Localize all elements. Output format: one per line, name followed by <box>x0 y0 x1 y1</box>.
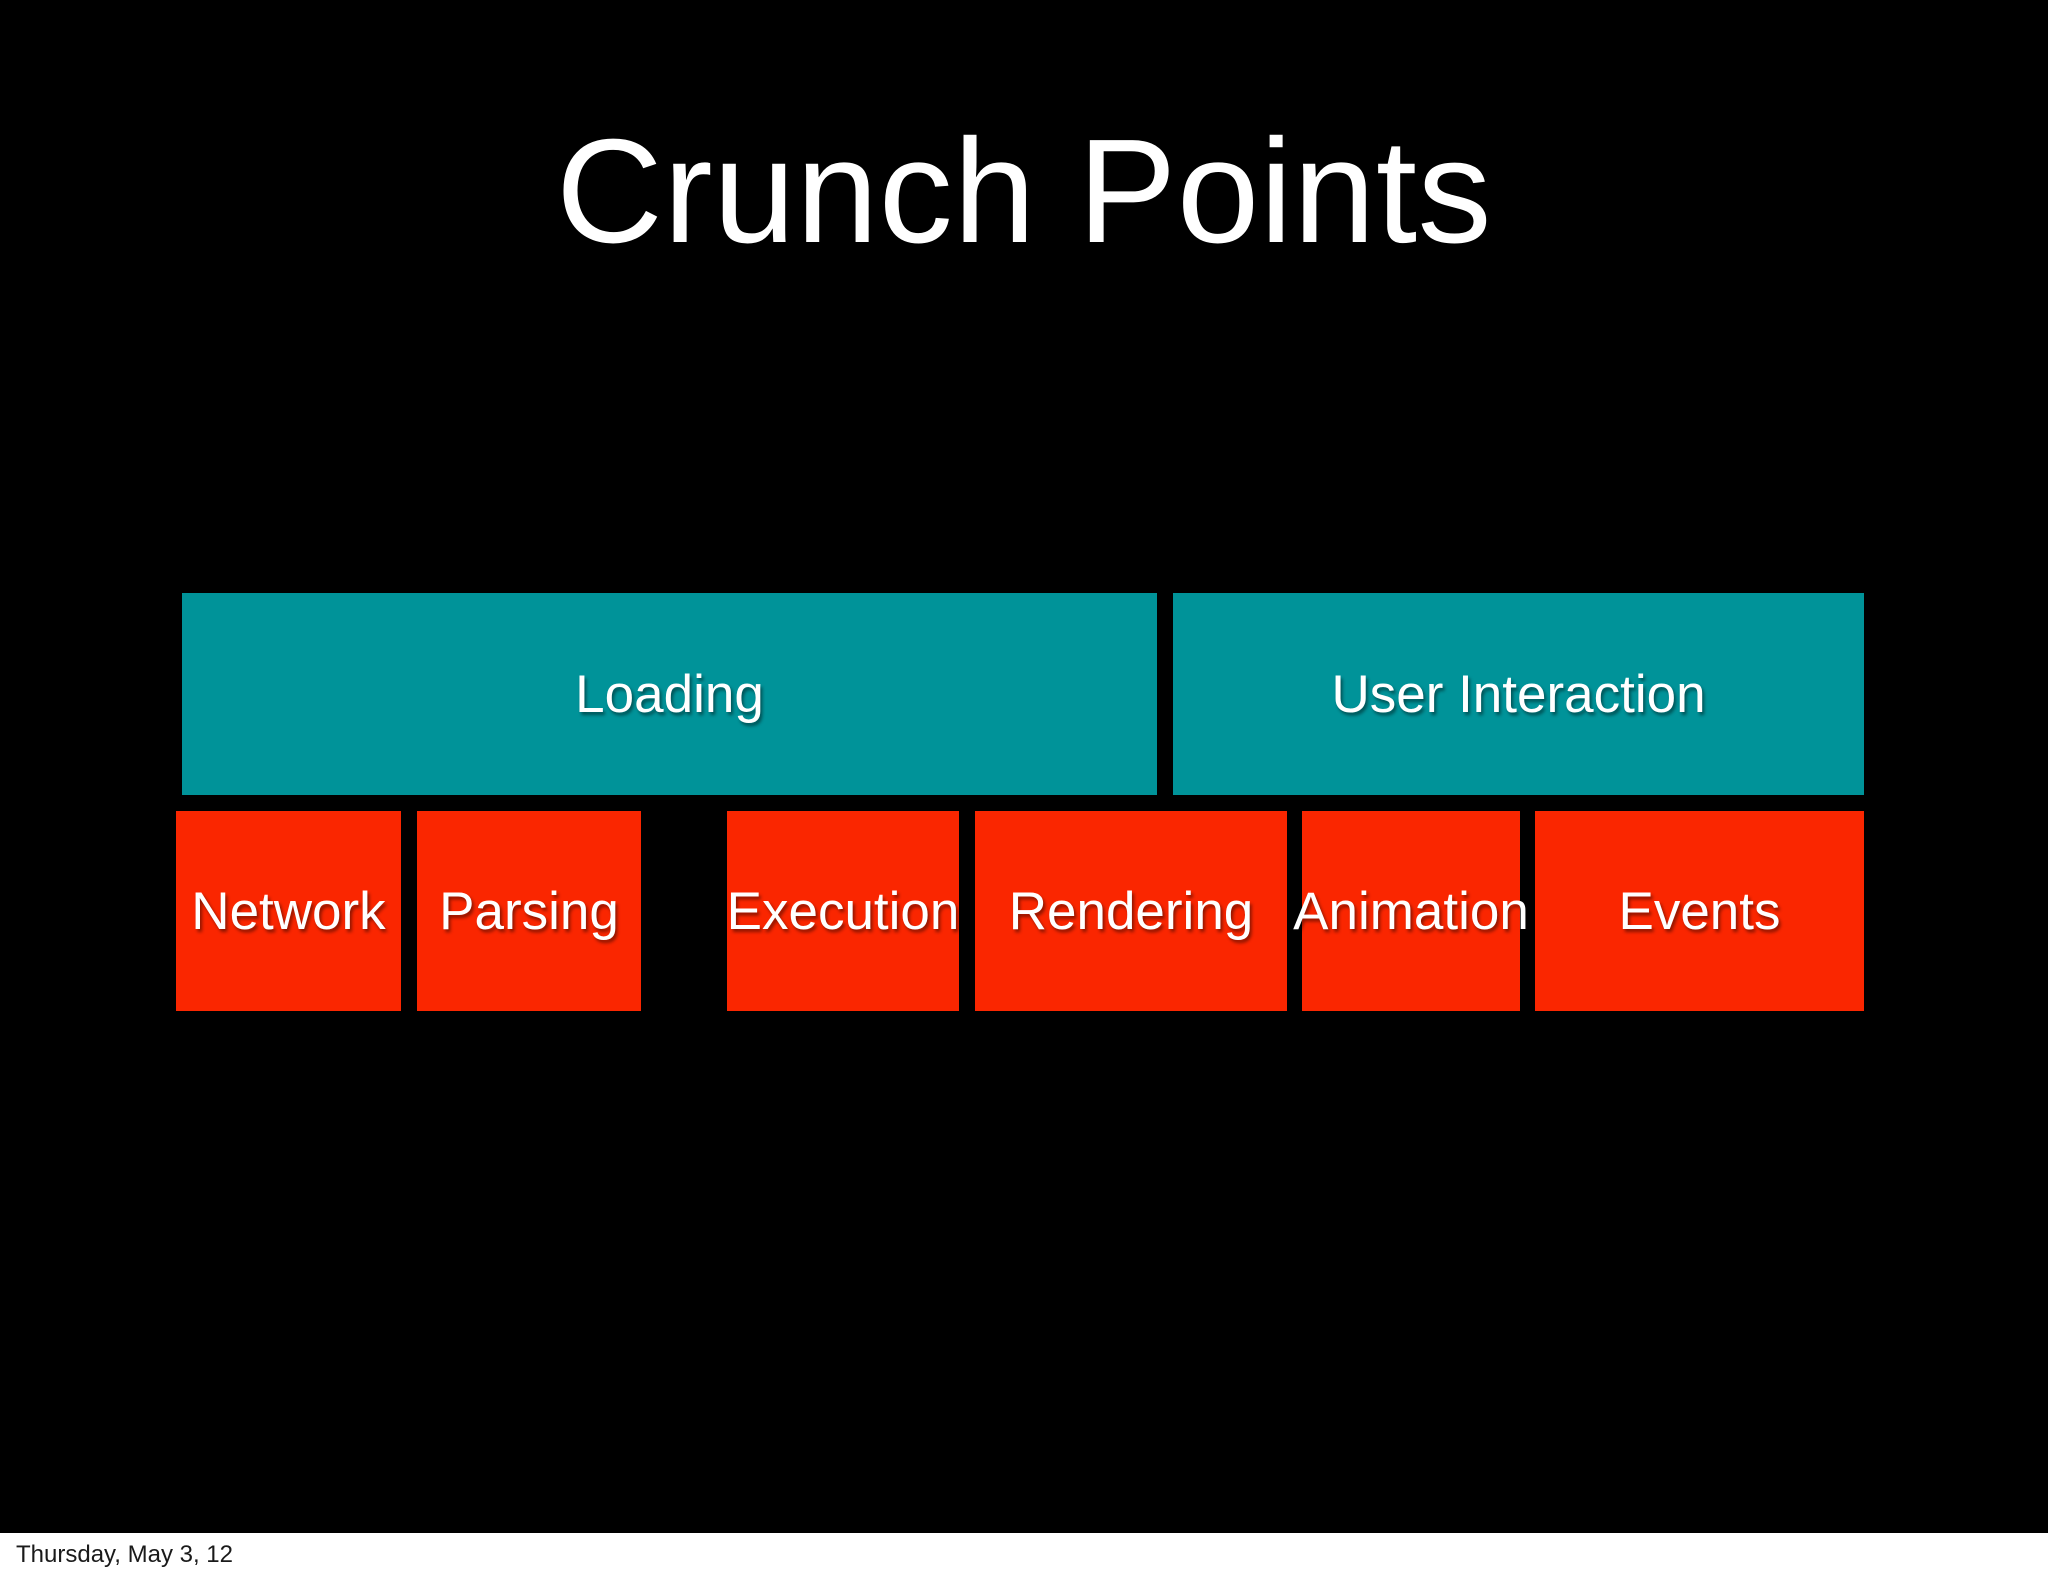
phase-box-user-interaction: User Interaction <box>1173 593 1864 795</box>
phase-row: Loading User Interaction <box>0 593 2048 795</box>
phase-box-loading: Loading <box>182 593 1157 795</box>
stage-box-execution: Execution <box>727 811 959 1011</box>
stage-row: Network Parsing Execution Rendering Anim… <box>0 811 2048 1011</box>
slide-footer: Thursday, May 3, 12 <box>0 1533 2048 1576</box>
stage-box-parsing: Parsing <box>417 811 641 1011</box>
presentation-slide: Crunch Points Loading User Interaction N… <box>0 0 2048 1533</box>
crunch-points-diagram: Loading User Interaction Network Parsing… <box>0 593 2048 1011</box>
stage-box-rendering: Rendering <box>975 811 1287 1011</box>
stage-box-animation: Animation <box>1293 811 1529 1011</box>
stage-box-network: Network <box>176 811 401 1011</box>
page-title: Crunch Points <box>555 109 1493 274</box>
footer-date: Thursday, May 3, 12 <box>16 1540 233 1568</box>
stage-box-events: Events <box>1535 811 1864 1011</box>
